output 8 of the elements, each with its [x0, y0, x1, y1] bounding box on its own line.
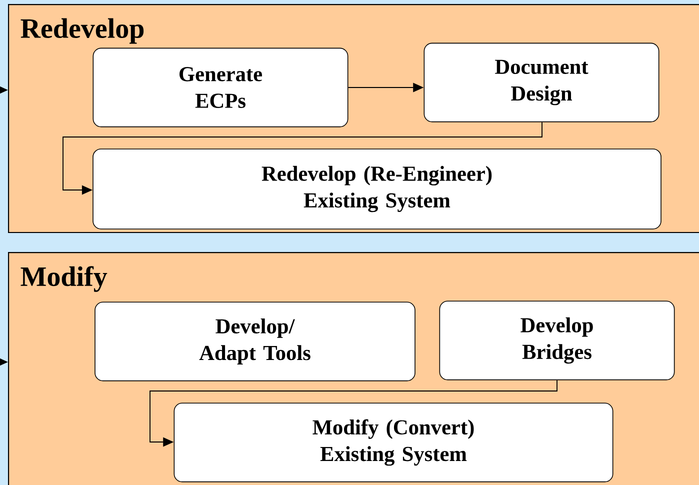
arrow — [62, 122, 542, 195]
process-box: Redevelop (Re-Engineer) Existing System — [92, 148, 662, 230]
process-box: Modify (Convert) Existing System — [174, 402, 614, 482]
arrow — [150, 380, 558, 447]
process-box: Develop Bridges — [439, 300, 675, 380]
process-box: Document Design — [424, 42, 660, 122]
process-box: Generate ECPs — [92, 48, 348, 128]
process-box: Develop/ Adapt Tools — [94, 302, 416, 382]
